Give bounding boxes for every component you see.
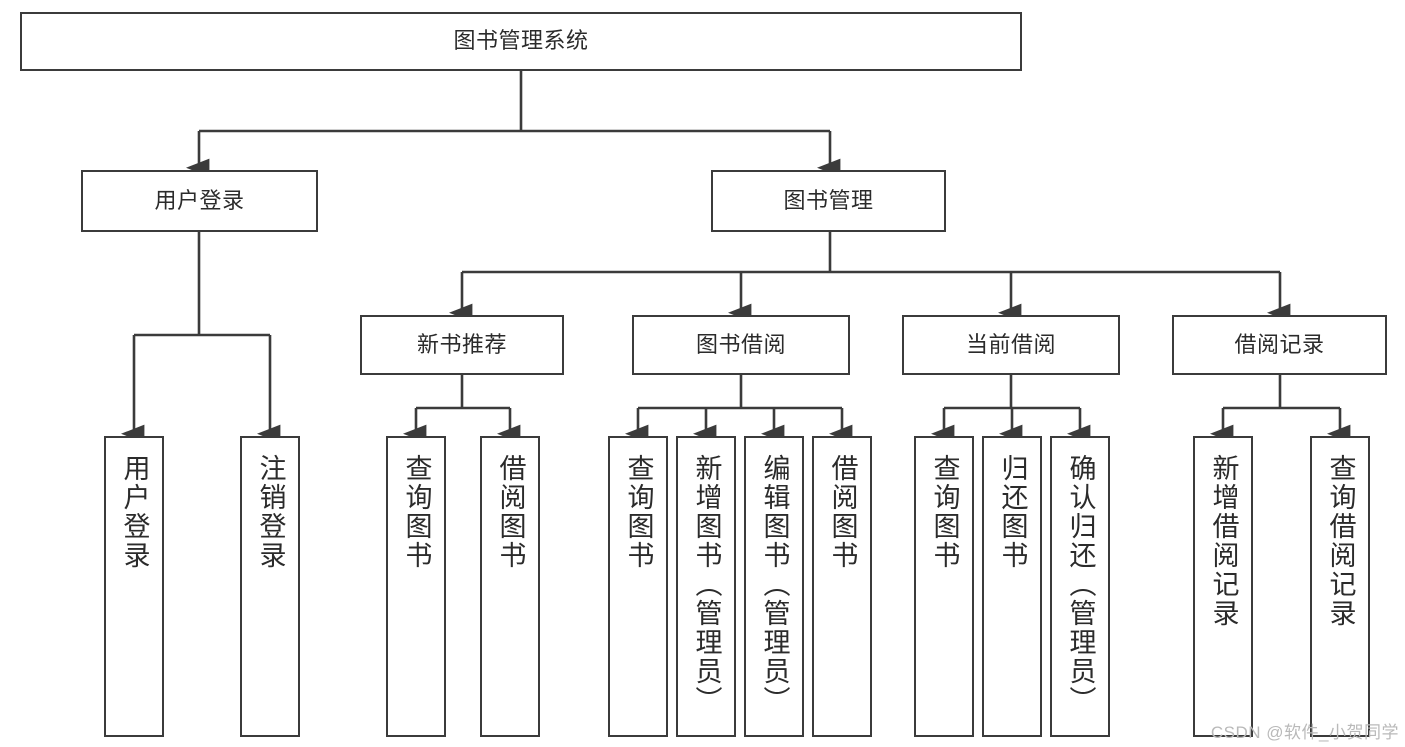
leaf-bb-borrow-book-label: 借阅图书 [827,454,858,570]
leaf-cb-return-book-label: 归还图书 [997,454,1028,570]
leaf-logout-label: 注销登录 [255,454,286,570]
leaf-br-query-record[interactable]: 查询借阅记录 [1310,436,1370,737]
leaf-nb-query-book[interactable]: 查询图书 [386,436,446,737]
leaf-bb-query-book-label: 查询图书 [623,454,654,570]
leaf-nb-borrow-book[interactable]: 借阅图书 [480,436,540,737]
node-user-login-label: 用户登录 [154,187,245,213]
node-book-manage[interactable]: 图书管理 [711,170,946,232]
leaf-bb-query-book[interactable]: 查询图书 [608,436,668,737]
leaf-bb-edit-book[interactable]: 编辑图书（管理员） [744,436,804,737]
leaf-bb-edit-book-label: 编辑图书（管理员） [759,454,790,715]
leaf-logout[interactable]: 注销登录 [240,436,300,737]
node-book-manage-label: 图书管理 [783,187,874,213]
node-book-borrow-label: 图书借阅 [695,331,786,357]
leaf-nb-query-book-label: 查询图书 [401,454,432,570]
node-new-book-recommend[interactable]: 新书推荐 [360,315,564,375]
leaf-cb-confirm-return-label: 确认归还（管理员） [1065,454,1096,715]
node-root[interactable]: 图书管理系统 [20,12,1022,71]
leaf-cb-confirm-return[interactable]: 确认归还（管理员） [1050,436,1110,737]
leaf-user-login[interactable]: 用户登录 [104,436,164,737]
watermark: CSDN @软件_小贺同学 [1210,723,1399,742]
leaf-br-query-record-label: 查询借阅记录 [1325,454,1356,628]
node-current-borrow-label: 当前借阅 [965,331,1056,357]
leaf-cb-query-book-label: 查询图书 [929,454,960,570]
node-borrow-records[interactable]: 借阅记录 [1172,315,1387,375]
leaf-cb-return-book[interactable]: 归还图书 [982,436,1042,737]
node-user-login[interactable]: 用户登录 [81,170,318,232]
leaf-bb-add-book-label: 新增图书（管理员） [691,454,722,715]
leaf-br-add-record-label: 新增借阅记录 [1208,454,1239,628]
node-book-borrow[interactable]: 图书借阅 [632,315,850,375]
leaf-cb-query-book[interactable]: 查询图书 [914,436,974,737]
leaf-br-add-record[interactable]: 新增借阅记录 [1193,436,1253,737]
leaf-bb-add-book[interactable]: 新增图书（管理员） [676,436,736,737]
node-borrow-records-label: 借阅记录 [1234,331,1325,357]
leaf-bb-borrow-book[interactable]: 借阅图书 [812,436,872,737]
leaf-user-login-label: 用户登录 [119,454,150,570]
leaf-nb-borrow-book-label: 借阅图书 [495,454,526,570]
node-new-book-recommend-label: 新书推荐 [416,331,507,357]
node-current-borrow[interactable]: 当前借阅 [902,315,1120,375]
node-root-label: 图书管理系统 [453,28,589,54]
